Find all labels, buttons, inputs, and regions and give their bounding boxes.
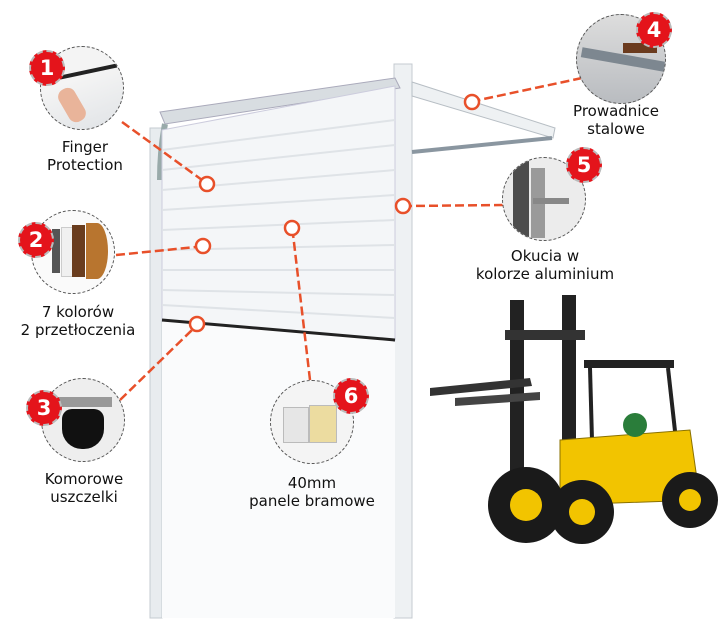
- badge-5: 5: [566, 147, 602, 183]
- side-rail: [411, 81, 556, 139]
- top-rail: [159, 77, 401, 125]
- marker-3: [188, 315, 206, 333]
- left-post: [149, 127, 163, 619]
- marker-1: [198, 175, 216, 193]
- marker-4: [463, 93, 481, 111]
- right-post: [393, 63, 413, 619]
- forklift-illustration: [430, 295, 718, 544]
- badge-4: 4: [636, 12, 672, 48]
- aluminium-fittings-image: [502, 157, 586, 241]
- badge-2: 2: [18, 222, 54, 258]
- rail-bar: [411, 136, 553, 154]
- marker-5: [394, 197, 412, 215]
- badge-3: 3: [26, 390, 62, 426]
- marker-2: [194, 237, 212, 255]
- badge-1: 1: [29, 50, 65, 86]
- marker-6: [283, 219, 301, 237]
- badge-6: 6: [333, 378, 369, 414]
